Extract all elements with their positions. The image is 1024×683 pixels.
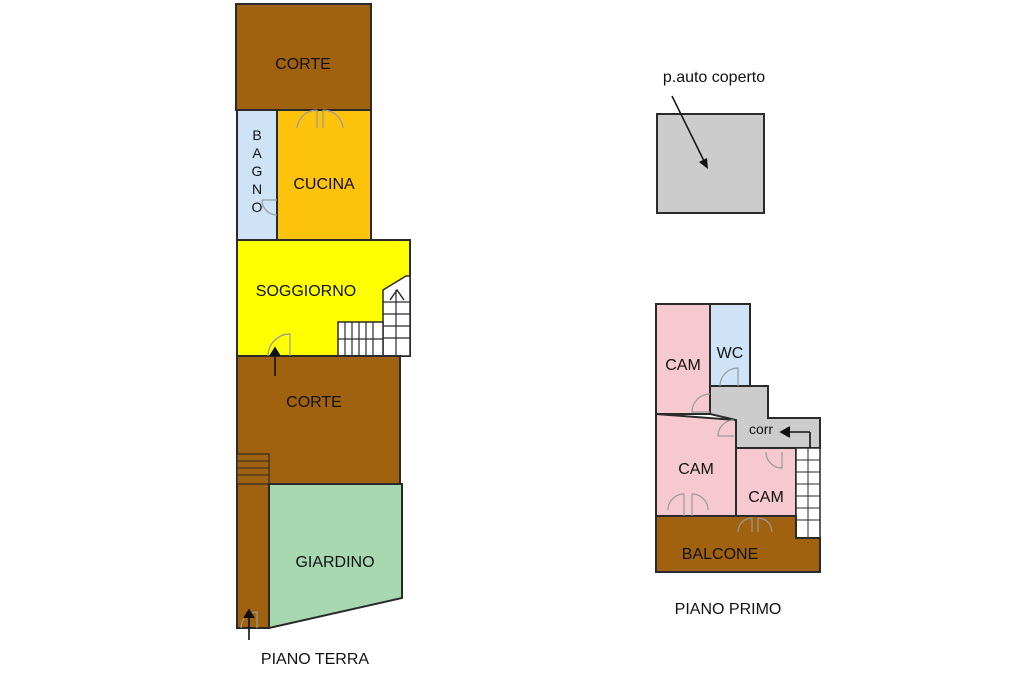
first-floor-plan: CAM WC corr CAM CAM BALCONE PIANO PRIMO — [655, 303, 821, 618]
label-cam-small: CAM — [748, 489, 784, 506]
door-cam-top — [691, 393, 711, 413]
label-balcone: BALCONE — [682, 546, 758, 563]
label-corr: corr — [749, 421, 773, 437]
parking-block: p.auto coperto — [656, 69, 765, 214]
label-corte-bottom: CORTE — [286, 394, 342, 411]
room-corte-top — [235, 3, 372, 111]
staircase-first — [795, 447, 821, 539]
label-cam-top: CAM — [665, 357, 701, 374]
label-bagno-letter: A — [252, 145, 262, 161]
parking-area — [656, 113, 765, 214]
room-bagno — [236, 109, 278, 241]
arrow-corr — [779, 426, 811, 448]
label-parking: p.auto coperto — [663, 69, 765, 86]
door-cucina-corte — [296, 109, 344, 129]
door-cam-small — [765, 451, 783, 469]
caption-piano-terra: PIANO TERRA — [261, 651, 370, 668]
label-bagno: B A G N O — [252, 127, 263, 215]
label-soggiorno: SOGGIORNO — [256, 283, 356, 300]
label-bagno-letter: G — [252, 163, 263, 179]
room-balcone — [655, 515, 821, 573]
label-cucina: CUCINA — [293, 176, 355, 193]
entry-arrow-soggiorno — [269, 346, 281, 376]
entry-arrow-ground — [243, 608, 255, 640]
label-corte-top: CORTE — [275, 56, 331, 73]
staircase-ground — [337, 275, 411, 357]
room-cucina — [276, 109, 372, 241]
label-giardino: GIARDINO — [295, 554, 374, 571]
door-wc — [719, 367, 739, 387]
door-cam-mid — [717, 419, 735, 437]
door-bagno — [261, 199, 278, 216]
door-balcone-2 — [737, 517, 773, 533]
label-bagno-letter: B — [252, 127, 261, 143]
parking-pointer-line — [671, 95, 707, 166]
caption-piano-primo: PIANO PRIMO — [675, 601, 782, 618]
room-giardino — [268, 483, 403, 630]
label-wc: WC — [717, 345, 744, 362]
door-balcone-1 — [667, 493, 709, 516]
ground-floor-plan: CORTE B A G N O CUCINA SOGGIORNO CORTE G… — [235, 3, 411, 668]
label-bagno-letter: O — [252, 199, 263, 215]
label-cam-mid: CAM — [678, 461, 714, 478]
parking-pointer-head — [699, 158, 708, 169]
label-bagno-letter: N — [252, 181, 262, 197]
door-soggiorno — [267, 333, 291, 357]
steps-corte — [236, 453, 270, 485]
